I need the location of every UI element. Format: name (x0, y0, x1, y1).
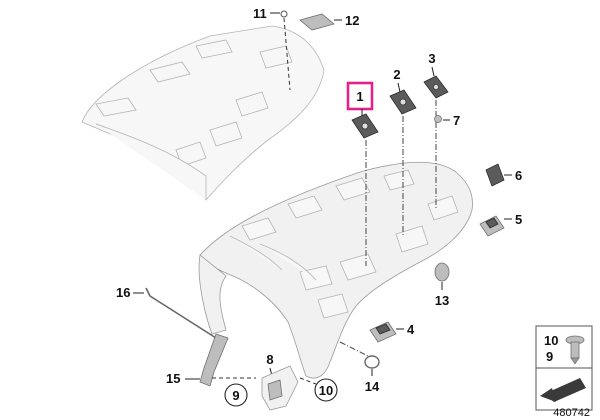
callout-15: 15 (166, 371, 180, 386)
part-11-clip (280, 10, 288, 18)
callout-4: 4 (407, 322, 415, 337)
leader-11-dash (283, 17, 291, 91)
part-7-nut (434, 115, 442, 123)
figure-number: 480742 (553, 407, 590, 419)
callout-14: 14 (365, 379, 380, 394)
part-3-bracket (423, 75, 449, 99)
callout-3: 3 (428, 51, 435, 66)
part-1-bracket (351, 113, 379, 139)
callout-8: 8 (266, 352, 273, 367)
callout-9: 9 (232, 388, 239, 403)
callout-13: 13 (435, 293, 449, 308)
callout-12: 12 (345, 13, 359, 28)
part-12-pad (299, 13, 335, 31)
callout-7: 7 (453, 113, 460, 128)
fastener-inset: 10 9 (535, 325, 593, 411)
callout-9-circle-group: 9 (224, 383, 248, 407)
callout-1: 1 (356, 89, 363, 104)
callout-1-highlight-box (346, 81, 374, 111)
part-8-bracket (261, 365, 299, 411)
callout-1-group: 1 (346, 81, 374, 111)
inset-label-9: 9 (546, 349, 553, 364)
part-14-washer (364, 355, 380, 369)
leader-14-dash (339, 341, 369, 357)
upper-heat-shield (81, 25, 325, 201)
direction-arrow-icon (540, 378, 586, 402)
callout-6: 6 (515, 168, 522, 183)
part-13-cap (434, 262, 450, 282)
part-15-bracket (199, 333, 229, 387)
callout-10-circle-group: 10 (314, 378, 338, 402)
callout-5: 5 (515, 212, 522, 227)
inset-label-10: 10 (544, 333, 558, 348)
leader-3 (431, 66, 435, 77)
screw-icon (565, 335, 585, 365)
main-heat-shield (198, 161, 473, 379)
part-5-clip (479, 215, 505, 237)
leader-2 (397, 82, 401, 93)
part-2-bracket (389, 89, 417, 115)
part-4-clip (369, 321, 397, 343)
callout-2: 2 (393, 67, 400, 82)
callout-10: 10 (319, 383, 333, 398)
part-6-grommet (485, 163, 505, 187)
callout-11: 11 (253, 6, 267, 21)
part-16-rod (145, 287, 217, 339)
leader-10-dash (299, 377, 317, 385)
callout-16: 16 (116, 285, 130, 300)
